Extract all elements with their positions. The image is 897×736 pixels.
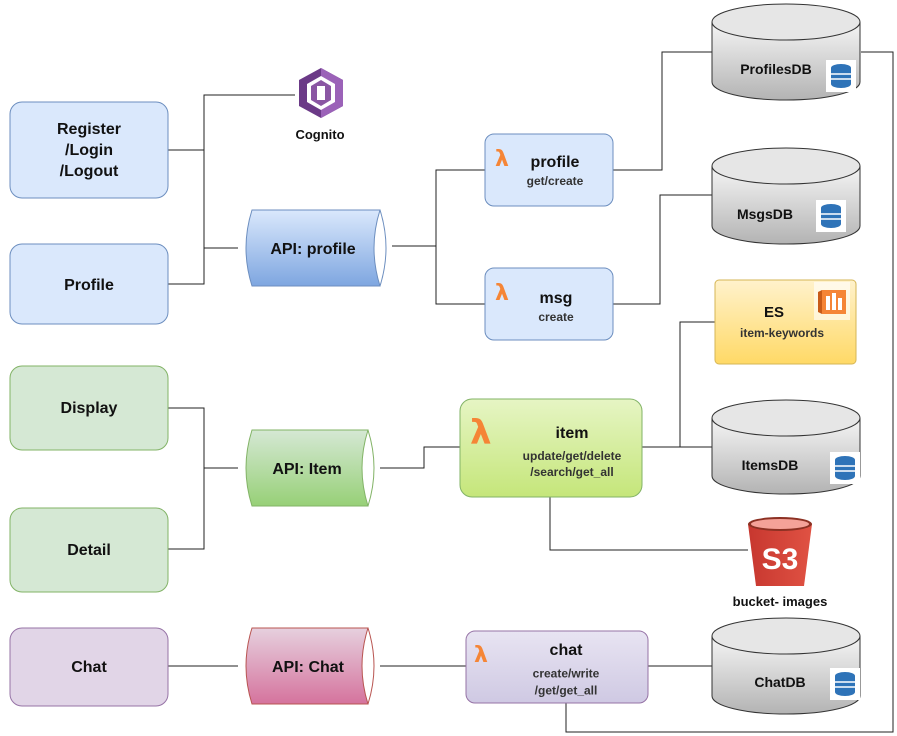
s3-icon: S3 bbox=[762, 543, 799, 576]
lambda-item-sub: update/get/delete/search/get_all bbox=[523, 449, 622, 479]
connector-profile-db bbox=[613, 51, 712, 171]
text-line: create/write bbox=[533, 667, 600, 681]
connector-register-api bbox=[168, 149, 238, 249]
lambda-icon: λ bbox=[474, 643, 488, 668]
db-profiles-label: ProfilesDB bbox=[740, 61, 812, 77]
api-profile-label: API: profile bbox=[270, 241, 355, 258]
lambda-msg[interactable]: λ msg create bbox=[484, 267, 614, 341]
lambda-icon: λ bbox=[495, 147, 509, 172]
api-chat[interactable]: API: Chat bbox=[245, 627, 375, 705]
dynamodb-icon bbox=[826, 60, 856, 92]
db-chat[interactable]: ChatDB bbox=[711, 617, 861, 715]
connector-chat-profilesdb-loop bbox=[565, 51, 894, 733]
connector-profile-api bbox=[168, 248, 205, 285]
connector-api-profile-lambda bbox=[392, 169, 485, 247]
cognito-icon bbox=[299, 68, 343, 118]
s3-label: bucket- images bbox=[733, 594, 828, 609]
db-msgs-label: MsgsDB bbox=[737, 206, 793, 222]
client-profile[interactable]: Profile bbox=[9, 243, 169, 325]
client-chat-label: Chat bbox=[71, 659, 107, 676]
connector-api-msg-lambda bbox=[435, 246, 485, 305]
lambda-profile-sub: get/create bbox=[527, 174, 584, 188]
connector-display-api bbox=[168, 407, 238, 469]
connector-detail-api bbox=[168, 468, 205, 550]
client-profile-label: Profile bbox=[64, 277, 114, 294]
api-chat-label: API: Chat bbox=[272, 659, 345, 676]
lambda-item-title: item bbox=[556, 425, 589, 442]
cognito-service[interactable]: Cognito bbox=[295, 68, 345, 142]
text-line: /get/get_all bbox=[535, 684, 598, 698]
connector-msg-db bbox=[613, 194, 712, 305]
lambda-profile[interactable]: λ profile get/create bbox=[484, 133, 614, 207]
es-service[interactable]: ES item-keywords bbox=[714, 279, 857, 365]
lambda-chat-title: chat bbox=[550, 642, 584, 659]
connector-cognito bbox=[203, 94, 295, 150]
lambda-profile-title: profile bbox=[531, 154, 580, 171]
client-display[interactable]: Display bbox=[9, 365, 169, 451]
db-profiles[interactable]: ProfilesDB bbox=[711, 3, 861, 101]
db-msgs[interactable]: MsgsDB bbox=[711, 147, 861, 245]
connector-item-s3 bbox=[549, 497, 748, 551]
api-profile[interactable]: API: profile bbox=[245, 209, 387, 287]
text-line: /Login bbox=[65, 142, 113, 159]
dynamodb-icon bbox=[830, 668, 860, 700]
connectors bbox=[168, 51, 894, 733]
client-chat[interactable]: Chat bbox=[9, 627, 169, 707]
es-subtitle: item-keywords bbox=[740, 326, 824, 340]
api-item[interactable]: API: Item bbox=[245, 429, 375, 507]
dynamodb-icon bbox=[830, 452, 860, 484]
connector-item-es bbox=[642, 321, 715, 448]
es-title: ES bbox=[764, 304, 784, 321]
s3-bucket[interactable]: S3 bucket- images bbox=[733, 517, 828, 609]
dynamodb-icon bbox=[816, 200, 846, 232]
text-line: /search/get_all bbox=[530, 465, 613, 479]
lambda-msg-sub: create bbox=[538, 310, 574, 324]
cognito-label: Cognito bbox=[295, 127, 344, 142]
client-register-login-logout[interactable]: Register/Login/Logout bbox=[9, 101, 169, 199]
connector-api-item-lambda bbox=[380, 446, 460, 469]
lambda-icon: λ bbox=[495, 281, 509, 306]
client-detail-label: Detail bbox=[67, 542, 111, 559]
text-line: update/get/delete bbox=[523, 449, 622, 463]
lambda-chat[interactable]: λ chat create/write/get/get_all bbox=[465, 630, 649, 704]
elasticsearch-icon bbox=[814, 282, 850, 320]
lambda-item[interactable]: λ item update/get/delete/search/get_all bbox=[459, 398, 643, 498]
db-chat-label: ChatDB bbox=[754, 674, 805, 690]
db-items-label: ItemsDB bbox=[742, 457, 799, 473]
client-display-label: Display bbox=[61, 400, 118, 417]
api-item-label: API: Item bbox=[272, 461, 341, 478]
text-line: /Logout bbox=[60, 163, 119, 180]
lambda-chat-sub: create/write/get/get_all bbox=[533, 667, 600, 698]
lambda-msg-title: msg bbox=[540, 290, 573, 307]
lambda-icon: λ bbox=[470, 413, 492, 453]
db-items[interactable]: ItemsDB bbox=[711, 399, 861, 495]
text-line: Register bbox=[57, 121, 121, 138]
client-detail[interactable]: Detail bbox=[9, 507, 169, 593]
client-register-label: Register/Login/Logout bbox=[57, 121, 121, 180]
